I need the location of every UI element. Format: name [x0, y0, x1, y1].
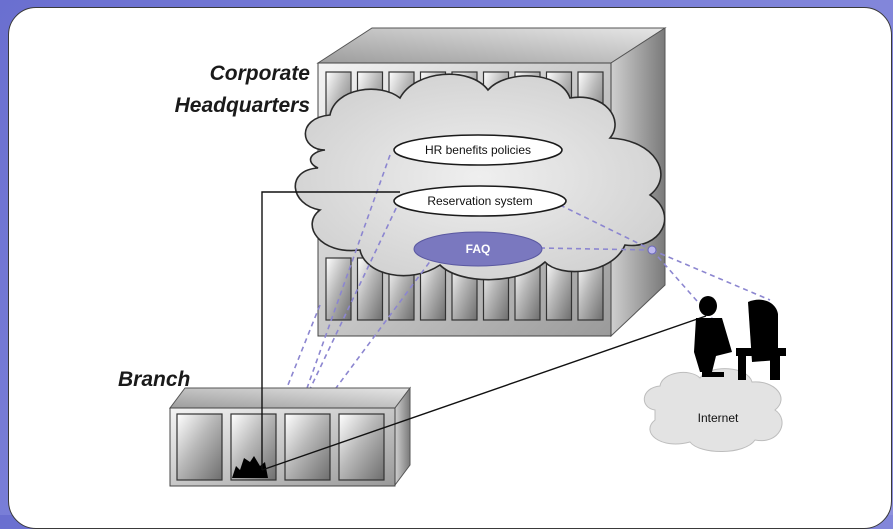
- branch-window-grid: [176, 413, 385, 481]
- window-pane: [338, 413, 385, 481]
- hq-port-dot: [647, 245, 657, 255]
- hr-benefits-label: HR benefits policies: [425, 143, 531, 157]
- link-branch-reservation: [261, 191, 400, 470]
- link-port-user: [651, 249, 771, 301]
- hq-cloud: [294, 73, 666, 281]
- link-reservation-port: [559, 204, 653, 251]
- branch-title: Branch: [118, 368, 190, 391]
- hr-benefits-node: HR benefits policies: [393, 134, 563, 166]
- faq-label: FAQ: [466, 242, 491, 256]
- solid-links: [261, 191, 707, 471]
- link-hr-branch: [284, 154, 391, 451]
- faq-node: FAQ: [413, 231, 543, 267]
- link-branch-internet-user: [261, 315, 707, 471]
- reservation-system-label: Reservation system: [427, 194, 532, 208]
- reservation-system-node: Reservation system: [393, 185, 567, 217]
- internet-label: Internet: [698, 411, 739, 425]
- hq-title-line1: Corporate: [210, 62, 311, 85]
- link-reservation-branch: [279, 199, 401, 453]
- network-diagram: HR benefits policies Reservation system …: [118, 27, 786, 487]
- window-pane: [176, 413, 223, 481]
- link-faq-port: [539, 247, 653, 251]
- hq-title-line2: Headquarters: [175, 94, 310, 117]
- window-pane: [325, 257, 352, 321]
- remote-user-icon: [694, 296, 786, 380]
- branch-building: [169, 386, 411, 487]
- internet-cloud: Internet: [643, 368, 783, 452]
- branch-user-icon: [232, 456, 268, 478]
- window-pane: [284, 413, 331, 481]
